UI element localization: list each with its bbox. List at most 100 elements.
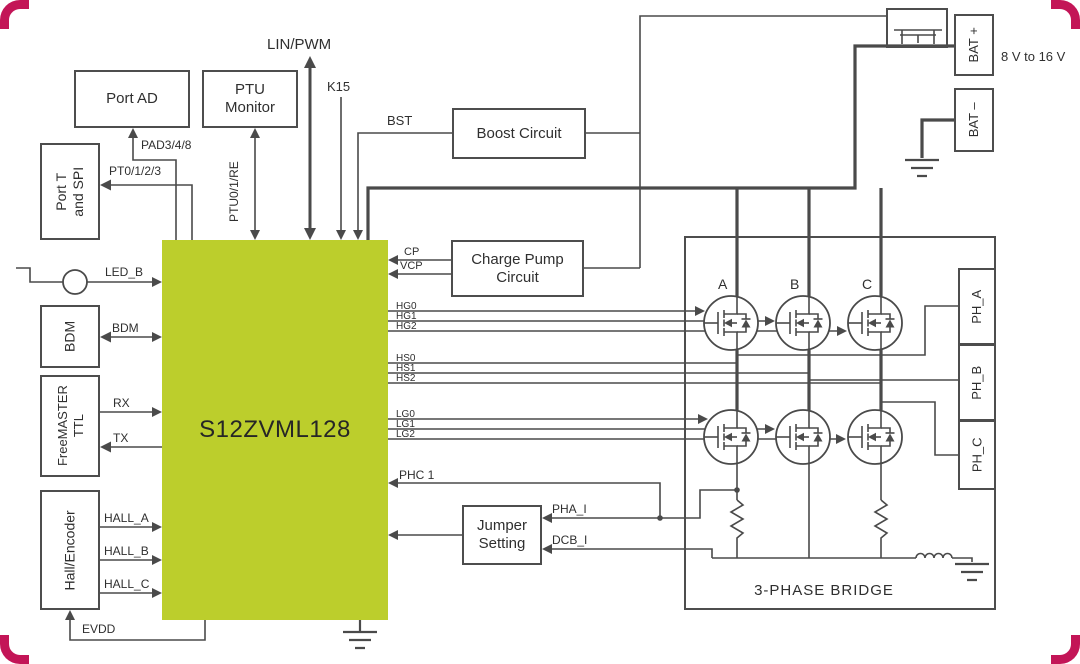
charge-pump-box: Charge Pump Circuit xyxy=(451,240,584,297)
hs2-label: HS2 xyxy=(396,373,416,384)
bridge-label: 3-PHASE BRIDGE xyxy=(754,582,894,599)
resistor-shunt-a xyxy=(729,499,745,558)
port-t-spi-box: Port T and SPI xyxy=(40,143,100,240)
hs1-label: HS1 xyxy=(396,363,416,374)
charge-pump-label: Charge Pump Circuit xyxy=(471,250,564,286)
reverse-battery-fet-box xyxy=(886,8,948,48)
bridge-box xyxy=(684,236,996,610)
mcu-block: S12ZVML128 xyxy=(162,240,388,620)
phc1-label: PHC 1 xyxy=(399,468,435,482)
port-t-spi-label: Port T and SPI xyxy=(53,166,86,217)
k15-label: K15 xyxy=(327,79,351,94)
arrow-ptu-down xyxy=(250,230,260,240)
arrow-led-right xyxy=(152,277,162,287)
frame-corner-bottom-left xyxy=(0,635,29,664)
arrow-lg0 xyxy=(698,414,708,424)
freemaster-label: FreeMASTER TTL xyxy=(54,385,85,467)
evdd-label: EVDD xyxy=(82,622,116,636)
freemaster-box: FreeMASTER TTL xyxy=(40,375,100,477)
ground-battery xyxy=(905,158,939,178)
led-indicator-icon xyxy=(62,269,88,295)
arrow-pad-up xyxy=(128,128,138,138)
bst-label: BST xyxy=(387,113,413,128)
rx-label: RX xyxy=(113,396,130,410)
arrow-lin-up xyxy=(304,56,316,68)
pha-i-label: PHA_I xyxy=(552,502,587,516)
arrow-evdd-up xyxy=(65,610,75,620)
bat-plus-label: BAT + xyxy=(966,27,982,63)
voltage-range-label: 8 V to 16 V xyxy=(1001,49,1066,64)
port-ad-label: Port AD xyxy=(106,90,158,107)
wire-led xyxy=(16,267,153,283)
frame-corner-top-right xyxy=(1051,0,1080,29)
ptu-monitor-box: PTU Monitor xyxy=(202,70,298,128)
bdm-box: BDM xyxy=(40,305,100,368)
arrow-lin-down xyxy=(304,228,316,240)
ground-symbols xyxy=(343,158,989,650)
arrow-bdm-left xyxy=(100,331,111,343)
cp-label: CP xyxy=(404,246,420,258)
arrow-lg2 xyxy=(836,434,846,444)
arrow-hg2 xyxy=(837,326,847,336)
ground-bridge xyxy=(955,562,989,582)
lin-pwm-label: LIN/PWM xyxy=(267,36,332,53)
arrow-phc1-left xyxy=(388,478,398,488)
arrow-hg1 xyxy=(765,316,775,326)
ph-b-box: PH_B xyxy=(958,344,996,421)
port-ad-box: Port AD xyxy=(74,70,190,128)
hall-encoder-box: Hall/Encoder xyxy=(40,490,100,610)
arrow-bdm-right xyxy=(152,332,162,342)
wire-sources xyxy=(736,464,882,558)
arrow-pt-left xyxy=(100,179,111,191)
phase-c-letter: C xyxy=(862,276,873,292)
bat-minus-wire xyxy=(920,118,954,158)
arrow-ptu-up xyxy=(250,128,260,138)
hall-b-label: HALL_B xyxy=(104,544,149,558)
wire-ph-taps xyxy=(737,305,958,456)
wire-pad xyxy=(132,136,177,240)
wire-pt xyxy=(108,184,193,240)
wire-evdd xyxy=(69,618,206,641)
wire-pha-i xyxy=(551,489,737,519)
arrow-k15-down xyxy=(336,230,346,240)
wires xyxy=(16,15,973,641)
arrow-vcp-left xyxy=(388,269,398,279)
arrow-cp-left xyxy=(388,255,398,265)
phase-b-letter: B xyxy=(790,276,800,292)
arrow-hg0 xyxy=(695,306,705,316)
bdm-signal-label: BDM xyxy=(112,321,139,335)
lg1-label: LG1 xyxy=(396,419,415,430)
hg1-label: HG1 xyxy=(396,311,417,322)
inductor xyxy=(915,552,973,562)
arrow-pha-left xyxy=(542,513,552,523)
bdm-box-label: BDM xyxy=(61,320,78,353)
ph-a-label: PH_A xyxy=(969,289,985,324)
bat-plus-box: BAT + xyxy=(954,14,994,76)
phase-a-letter: A xyxy=(718,276,728,292)
reverse-battery-fet-icon xyxy=(894,29,942,44)
arrow-hallb-right xyxy=(152,555,162,565)
wire-hs xyxy=(388,362,881,384)
arrowheads xyxy=(65,56,847,620)
junction-dots xyxy=(657,487,740,521)
bat-minus-label: BAT – xyxy=(966,102,982,138)
arrow-bst-down xyxy=(353,230,363,240)
bat-minus-box: BAT – xyxy=(954,88,994,152)
hg0-label: HG0 xyxy=(396,301,417,312)
led-b-label: LED_B xyxy=(105,265,144,279)
ptu-monitor-label: PTU Monitor xyxy=(224,81,276,116)
arrow-hallc-right xyxy=(152,588,162,598)
boost-circuit-label: Boost Circuit xyxy=(476,124,562,142)
hall-a-label: HALL_A xyxy=(104,511,149,525)
arrow-lg1 xyxy=(765,424,775,434)
hall-encoder-label: Hall/Encoder xyxy=(61,509,78,591)
lg0-label: LG0 xyxy=(396,409,415,420)
arrow-rx-right xyxy=(152,407,162,417)
dcb-i-label: DCB_I xyxy=(552,533,588,547)
ph-c-label: PH_C xyxy=(969,437,985,473)
wire-boost-bat xyxy=(584,15,886,269)
frame-corner-bottom-right xyxy=(1051,635,1080,664)
hall-c-label: HALL_C xyxy=(104,577,150,591)
ground-mcu xyxy=(343,620,377,650)
